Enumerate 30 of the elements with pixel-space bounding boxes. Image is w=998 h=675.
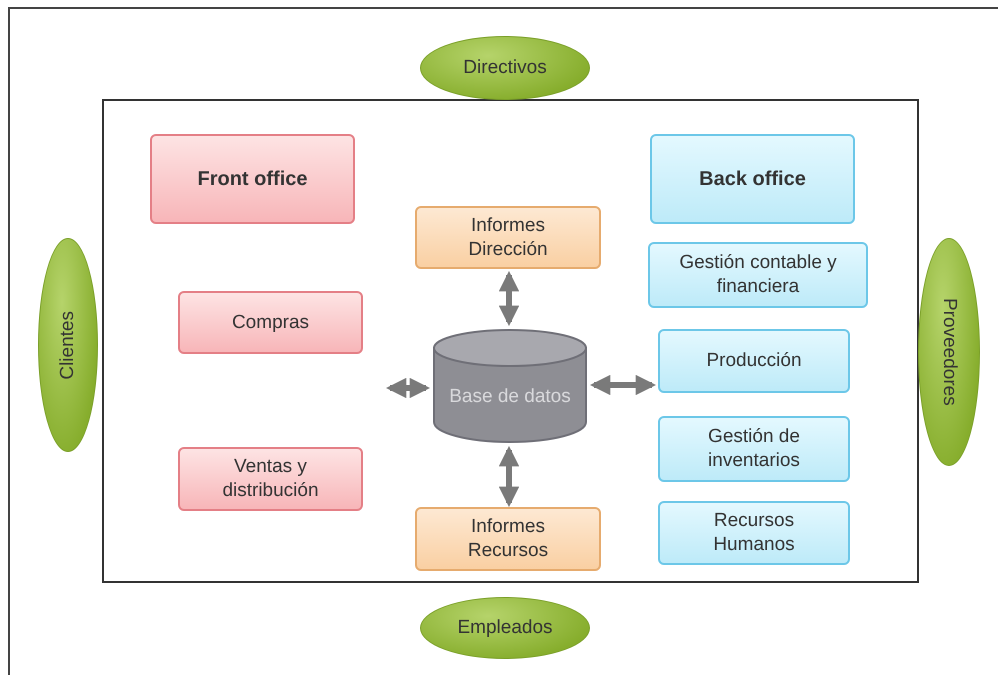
- node-label: Gestión de inventarios: [707, 425, 801, 473]
- process-box: [658, 416, 850, 482]
- process-box: [178, 447, 363, 511]
- node-label: Gestión contable y financiera: [678, 251, 838, 299]
- process-box: [415, 206, 601, 269]
- node-label: Informes Recursos: [466, 515, 550, 563]
- double-arrow: [590, 374, 656, 396]
- process-box: [648, 242, 868, 308]
- section-heading: Back office: [699, 166, 806, 192]
- process-box: [658, 501, 850, 565]
- node-label: Recursos Humanos: [712, 509, 796, 557]
- database-cylinder: [432, 326, 588, 444]
- double-arrow: [386, 378, 430, 398]
- node-label: Base de datos: [449, 385, 571, 409]
- double-arrow: [498, 270, 520, 326]
- process-box: [150, 134, 355, 224]
- double-arrow: [498, 446, 520, 508]
- process-box: [650, 134, 855, 224]
- node-label: Empleados: [457, 616, 553, 640]
- node-label: Directivos: [463, 56, 547, 80]
- node-label: Informes Dirección: [467, 214, 549, 262]
- node-label: Proveedores: [938, 298, 961, 406]
- node-label: Ventas y distribución: [221, 455, 320, 503]
- process-box: [415, 507, 601, 571]
- process-box: [178, 291, 363, 354]
- process-box: [658, 329, 850, 393]
- node-label: Clientes: [56, 310, 80, 380]
- node-label: Producción: [706, 349, 802, 373]
- section-heading: Front office: [198, 166, 308, 192]
- node-label: Compras: [232, 310, 310, 334]
